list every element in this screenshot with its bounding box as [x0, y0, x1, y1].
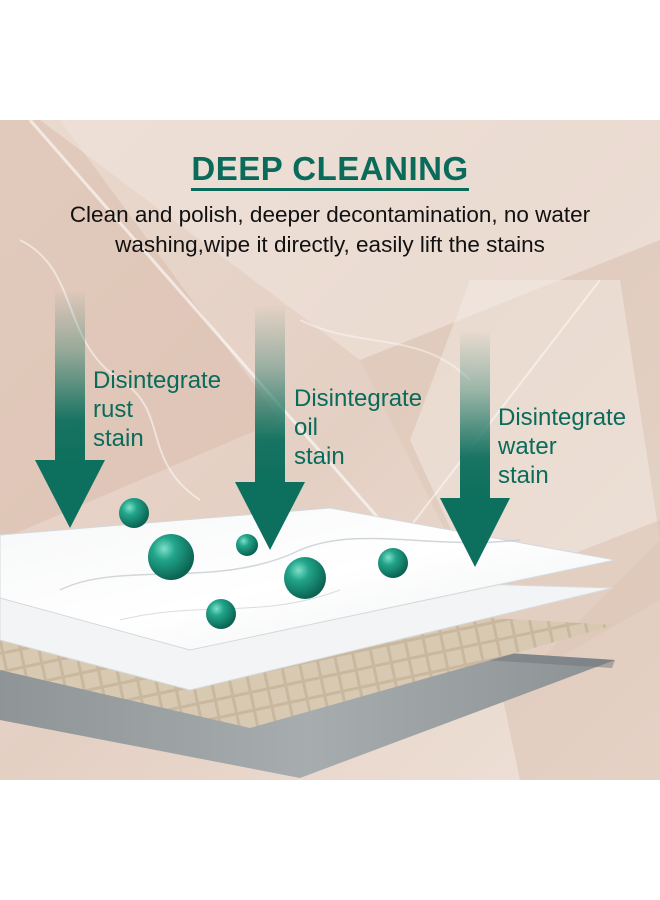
down-arrow-icon [235, 305, 305, 550]
label-line: Disintegrate [93, 367, 222, 394]
label-line: stain [498, 462, 549, 489]
cleaning-bubble-icon [148, 534, 194, 580]
illustration [0, 120, 660, 780]
label-line: Disintegrate [294, 385, 423, 412]
headline-title: DEEP CLEANING [0, 150, 660, 191]
cleaning-bubble-icon [284, 557, 326, 599]
label-line: rust [93, 396, 134, 423]
label-rust-stain: Disintegrate rust stain [93, 366, 221, 453]
label-line: water [498, 433, 557, 460]
label-water-stain: Disintegrate water stain [498, 403, 626, 490]
label-line: Disintegrate [498, 404, 627, 431]
label-line: oil [294, 414, 319, 441]
label-line: stain [294, 443, 345, 470]
cleaning-bubble-icon [378, 548, 408, 578]
headline-subtitle: Clean and polish, deeper decontamination… [69, 202, 591, 257]
down-arrow-icon [35, 290, 105, 528]
label-line: stain [93, 425, 144, 452]
cleaning-bubble-icon [119, 498, 149, 528]
cleaning-bubble-icon [236, 534, 258, 556]
label-oil-stain: Disintegrate oil stain [294, 384, 422, 471]
cleaning-bubble-icon [206, 599, 236, 629]
down-arrow-icon [440, 330, 510, 567]
background-panel [0, 120, 660, 780]
headline-title-text: DEEP CLEANING [191, 150, 469, 191]
